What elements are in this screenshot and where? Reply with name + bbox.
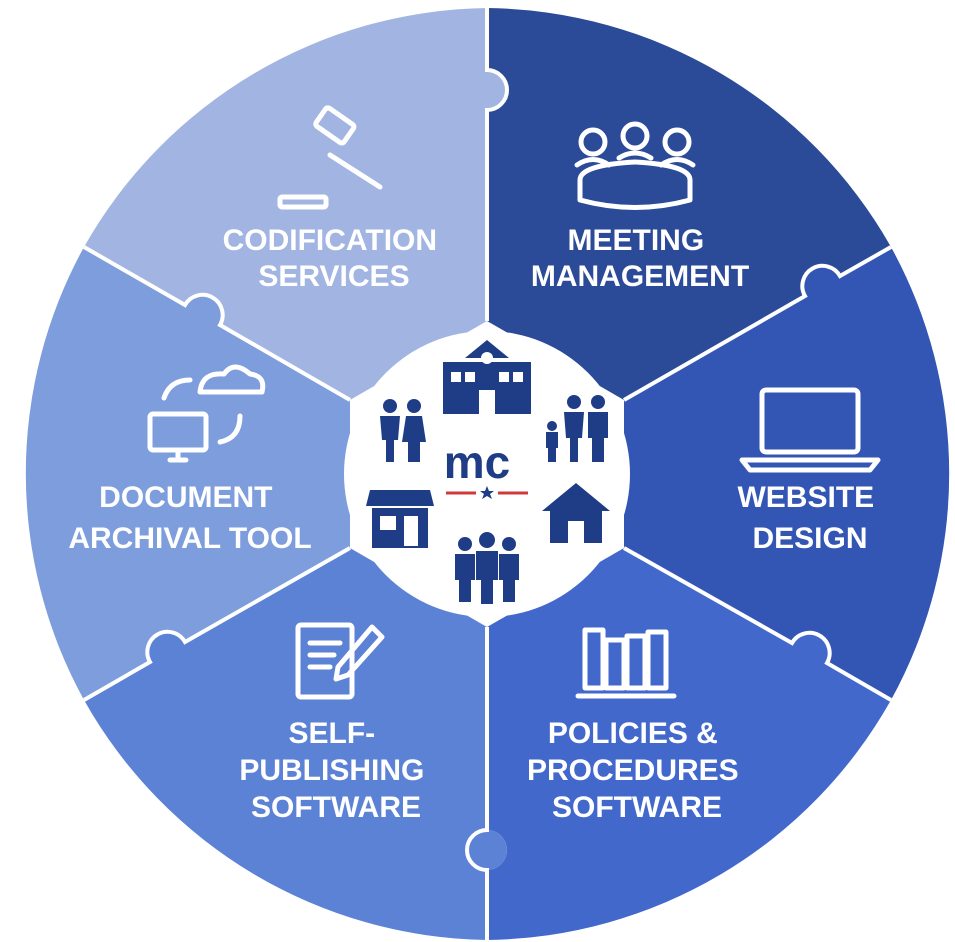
self-publishing-label-line-1: SELF- <box>288 717 375 750</box>
storefront-icon <box>366 490 434 548</box>
divider-lines <box>83 8 893 940</box>
segments-group <box>25 8 950 940</box>
segment-meeting-management <box>487 8 891 400</box>
website-label-line-1: WEBSITE <box>737 481 874 514</box>
segment-codification <box>84 8 507 400</box>
gavel-icon <box>277 105 383 210</box>
document-label-line-2: ARCHIVAL TOOL <box>68 522 311 555</box>
binders-icon <box>575 627 677 699</box>
cloud-computer-sync-icon <box>147 364 266 463</box>
school-building-icon <box>443 340 531 414</box>
laptop-icon <box>739 387 881 473</box>
codification-label-line-1: CODIFICATION <box>223 224 437 257</box>
policies-label-line-1: POLICIES & <box>548 717 718 750</box>
segment-policies-procedures <box>487 548 891 940</box>
codification-label-line-2: SERVICES <box>258 260 409 293</box>
document-label-line-1: DOCUMENT <box>99 481 272 514</box>
policies-label: POLICIES & PROCEDURES SOFTWARE <box>527 717 747 824</box>
segment-website-design <box>624 247 950 700</box>
policies-label-line-3: SOFTWARE <box>552 791 722 824</box>
website-label-line-2: DESIGN <box>752 522 867 555</box>
house-icon <box>542 483 610 543</box>
group-icon <box>455 532 519 604</box>
meeting-label-line-2: MANAGEMENT <box>531 260 749 293</box>
self-publishing-label-line-3: SOFTWARE <box>251 791 421 824</box>
logo-star-icon <box>480 486 494 499</box>
notepad-pencil-icon <box>295 622 385 700</box>
mc-logo: mc <box>444 436 528 499</box>
self-publishing-label: SELF- PUBLISHING SOFTWARE <box>239 717 432 824</box>
website-label: WEBSITE DESIGN <box>737 481 882 555</box>
self-publishing-label-line-2: PUBLISHING <box>239 754 424 787</box>
document-label: DOCUMENT ARCHIVAL TOOL <box>68 481 311 555</box>
policies-label-line-2: PROCEDURES <box>527 754 739 787</box>
central-hub: mc <box>344 331 630 617</box>
family-icon <box>546 395 608 462</box>
meeting-label: MEETING MANAGEMENT <box>531 224 749 293</box>
logo-text: mc <box>444 436 510 488</box>
meeting-label-line-1: MEETING <box>567 224 704 257</box>
segment-document-archival <box>25 247 351 700</box>
codification-label: CODIFICATION SERVICES <box>223 224 446 293</box>
couple-icon <box>380 399 426 462</box>
segment-self-publishing <box>84 548 507 940</box>
meeting-table-icon <box>574 121 696 210</box>
